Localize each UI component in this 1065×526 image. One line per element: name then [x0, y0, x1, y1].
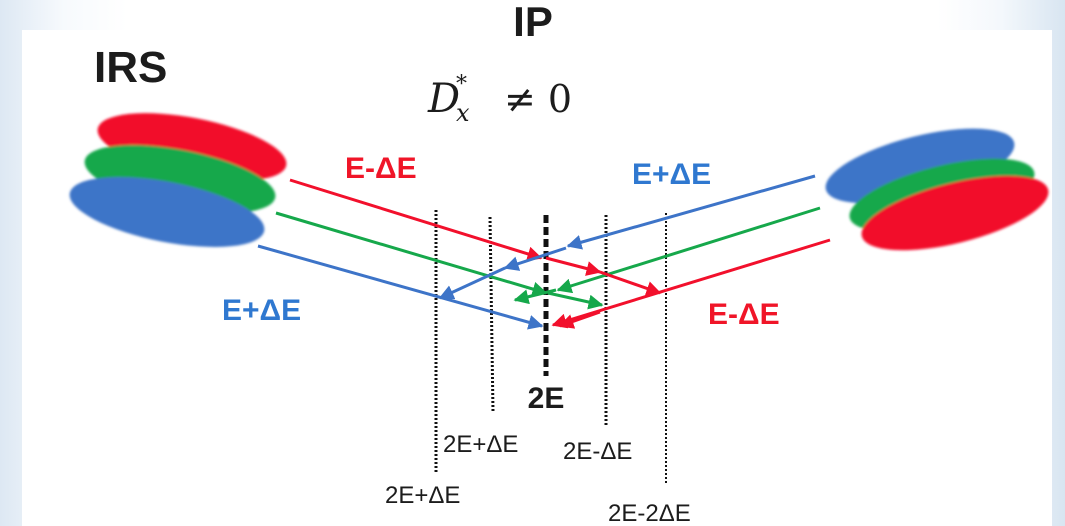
label-right-blue: E+ΔE [632, 158, 711, 191]
right-green-path [556, 206, 821, 294]
label-left-red: E-ΔE [345, 152, 417, 185]
cross-red-1 [545, 256, 602, 276]
right-blue-path [566, 174, 816, 250]
right-beam-bunch [825, 128, 1049, 251]
interaction-planes [434, 210, 667, 484]
svg-text:*: * [456, 72, 467, 97]
condition-sup: * [456, 72, 467, 97]
plane-label-outer-left: 2E+ΔE [385, 482, 460, 509]
svg-text:≠ 0: ≠ 0 [504, 77, 572, 121]
condition-symbol: D [427, 76, 460, 122]
condition-sub: x [456, 99, 470, 127]
cross-red-3 [558, 310, 601, 329]
cross-blue-2 [438, 266, 506, 300]
condition-relation: ≠ 0 [504, 77, 572, 121]
irs-label: IRS [94, 43, 167, 92]
left-beam-paths [257, 178, 548, 330]
cross-green-1 [547, 291, 604, 310]
left-green-path [275, 211, 548, 297]
ip-title: IP [513, 0, 553, 45]
svg-text:x: x [456, 99, 470, 127]
left-blue-path [257, 244, 544, 330]
cross-blue-1 [503, 246, 567, 271]
left-red-path [289, 178, 543, 262]
condition-expression: D * x ≠ 0 [427, 72, 572, 127]
cross-red-2 [599, 270, 662, 296]
plane-label-center: 2E [528, 382, 565, 415]
crossing-arrows [438, 246, 662, 329]
svg-text:D: D [427, 76, 460, 122]
right-red-path [551, 238, 831, 329]
label-right-red: E-ΔE [708, 298, 780, 331]
left-beam-bunch [69, 113, 287, 247]
left-bunch-blue [69, 177, 265, 247]
diagram-panel [22, 30, 1052, 526]
right-bunch-blue [825, 128, 1015, 204]
plane-label-outer-right: 2E-2ΔE [608, 500, 691, 526]
label-left-blue: E+ΔE [222, 294, 301, 327]
plane-inner-left [488, 216, 495, 413]
plane-label-inner-right: 2E-ΔE [563, 438, 632, 465]
cross-green-2 [513, 288, 557, 305]
right-bunch-red [861, 175, 1049, 251]
plane-label-inner-left: 2E+ΔE [443, 431, 518, 458]
